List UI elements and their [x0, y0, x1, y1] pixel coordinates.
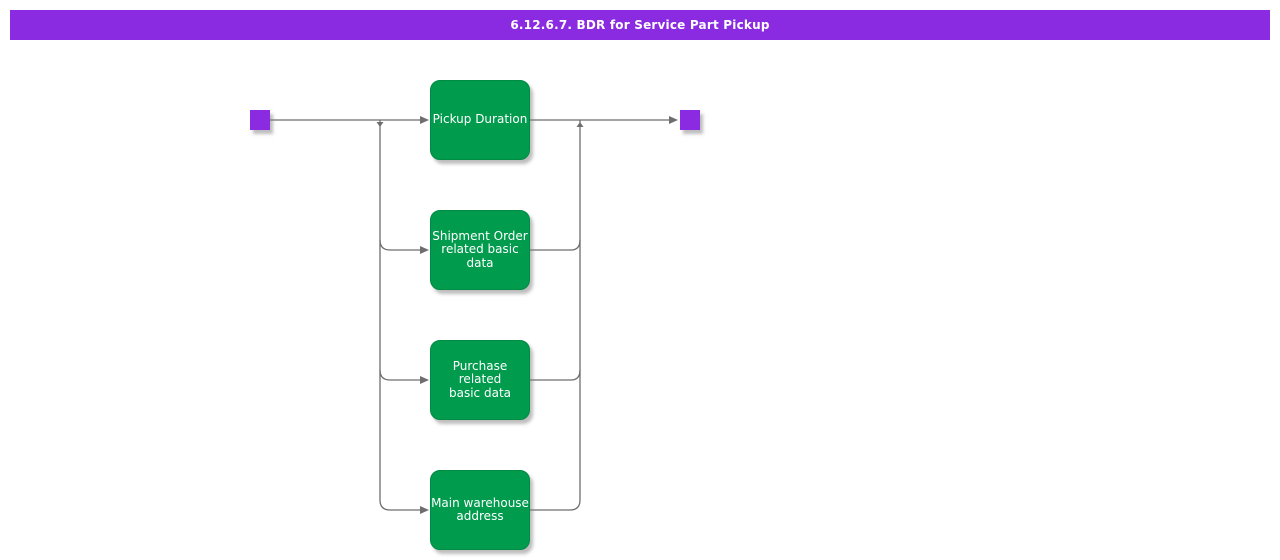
- diagram-title: 6.12.6.7. BDR for Service Part Pickup: [510, 18, 770, 32]
- arrowhead-into-pickup-duration: [420, 116, 429, 124]
- end-node: [680, 110, 700, 130]
- diagram-title-bar: 6.12.6.7. BDR for Service Part Pickup: [10, 10, 1270, 40]
- arrowhead-into-shipment-order: [420, 246, 429, 254]
- merge-junction-tick: [576, 122, 584, 127]
- edge-start-to-purchase: [379, 369, 420, 381]
- merge-vertical-line: [530, 120, 581, 511]
- edge-shipment-order-to-merge: [530, 239, 581, 251]
- edge-start-to-shipment-order: [379, 239, 420, 251]
- activity-purchase-basic-data: Purchase related basic data: [430, 340, 530, 420]
- start-node: [250, 110, 270, 130]
- activity-shipment-order-basic-data: Shipment Order related basic data: [430, 210, 530, 290]
- arrowhead-into-main-warehouse: [420, 506, 429, 514]
- arrowhead-into-end-node: [669, 116, 678, 124]
- activity-main-warehouse-address: Main warehouse address: [430, 470, 530, 550]
- activity-label: Pickup Duration: [432, 112, 528, 127]
- activity-pickup-duration: Pickup Duration: [430, 80, 530, 160]
- split-junction-tick: [376, 122, 384, 127]
- activity-label: Shipment Order related basic data: [432, 228, 528, 270]
- arrowhead-into-purchase: [420, 376, 429, 384]
- edge-purchase-to-merge: [530, 369, 581, 381]
- activity-label: Purchase related basic data: [449, 358, 511, 400]
- split-vertical-line: [379, 120, 420, 511]
- activity-label: Main warehouse address: [431, 495, 529, 523]
